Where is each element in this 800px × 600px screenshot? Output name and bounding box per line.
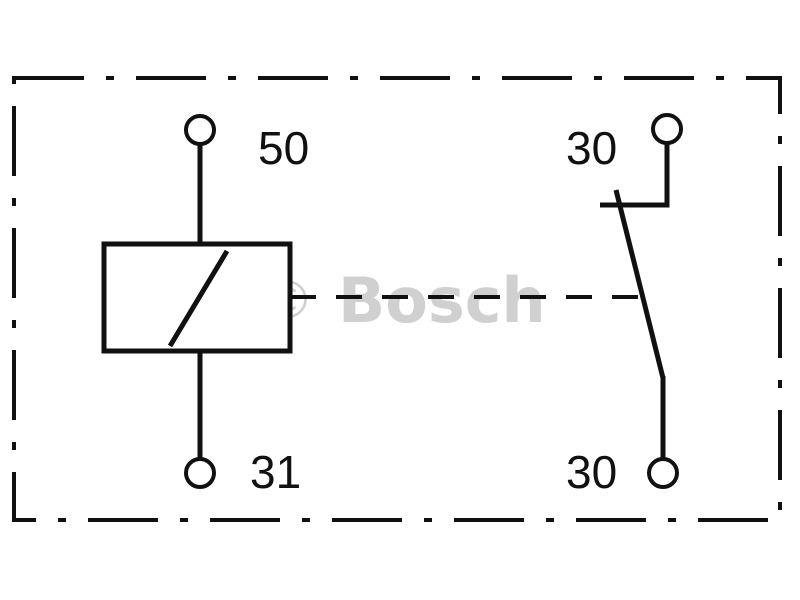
coil-diagonal xyxy=(167,249,230,348)
terminal-30-top-circle xyxy=(651,113,683,145)
watermark-text: Bosch xyxy=(338,264,546,337)
terminal-30-bottom-label: 30 xyxy=(566,446,617,498)
terminal-50-circle xyxy=(184,114,216,146)
terminal-50-label: 50 xyxy=(258,122,309,174)
switch-contact xyxy=(613,189,666,379)
terminal-30-bottom-circle xyxy=(647,457,679,489)
terminal-31-circle xyxy=(184,457,216,489)
enclosure-border xyxy=(12,76,782,522)
watermark: © Bosch xyxy=(262,264,546,337)
terminal-31-label: 31 xyxy=(250,446,301,498)
switch-top-lead xyxy=(600,143,670,208)
terminal-30-top-label: 30 xyxy=(566,122,617,174)
